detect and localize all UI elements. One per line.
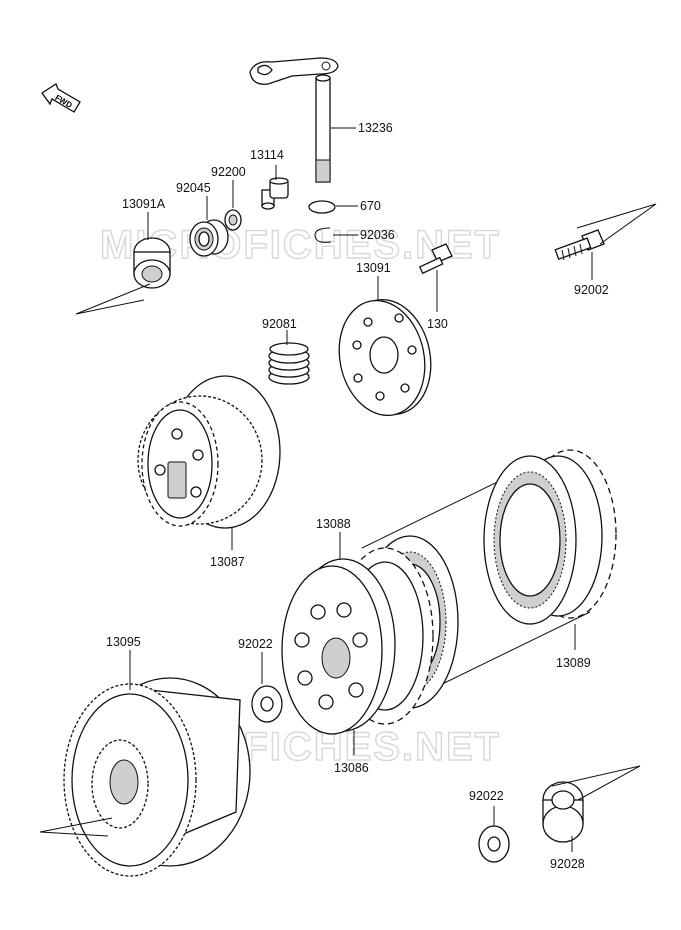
label-92028: 92028 bbox=[550, 857, 585, 871]
label-92002: 92002 bbox=[574, 283, 609, 297]
label-13091: 13091 bbox=[356, 261, 391, 275]
push-pin-13114 bbox=[261, 177, 289, 210]
clutch-hub-13087 bbox=[137, 375, 281, 529]
label-130: 130 bbox=[427, 317, 448, 331]
spring-92081 bbox=[268, 342, 310, 385]
label-13088: 13088 bbox=[316, 517, 351, 531]
washer-92200 bbox=[224, 209, 242, 231]
label-92022-lower: 92022 bbox=[469, 789, 504, 803]
label-13095: 13095 bbox=[106, 635, 141, 649]
bolt-92002 bbox=[554, 229, 605, 261]
friction-plates-13089 bbox=[361, 449, 617, 691]
clutch-boss-13086 bbox=[281, 558, 396, 735]
washer-92022-upper bbox=[251, 685, 283, 723]
bearing-92045 bbox=[189, 219, 229, 257]
washer-92022-lower bbox=[478, 825, 510, 863]
label-92200: 92200 bbox=[211, 165, 246, 179]
label-92022-upper: 92022 bbox=[238, 637, 273, 651]
o-ring-670 bbox=[308, 200, 336, 214]
direction-arrow-left-top bbox=[75, 283, 151, 315]
direction-arrow-left-bottom bbox=[39, 817, 113, 837]
label-13089: 13089 bbox=[556, 656, 591, 670]
bolt-130 bbox=[418, 243, 453, 275]
label-92045: 92045 bbox=[176, 181, 211, 195]
pressure-plate-13091 bbox=[338, 298, 432, 417]
shift-shaft bbox=[249, 57, 339, 183]
label-13087: 13087 bbox=[210, 555, 245, 569]
collar-13091A bbox=[133, 237, 171, 289]
label-13086: 13086 bbox=[334, 761, 369, 775]
label-13091A: 13091A bbox=[122, 197, 166, 211]
fwd-arrow-icon: FWD bbox=[41, 83, 81, 113]
circlip-92036 bbox=[314, 227, 332, 243]
collar-92028 bbox=[542, 781, 584, 843]
label-670: 670 bbox=[360, 199, 381, 213]
clutch-housing-13095 bbox=[63, 677, 251, 877]
label-13236: 13236 bbox=[358, 121, 393, 135]
label-13114: 13114 bbox=[250, 148, 284, 162]
label-92036: 92036 bbox=[360, 228, 395, 242]
label-92081: 92081 bbox=[262, 317, 297, 331]
